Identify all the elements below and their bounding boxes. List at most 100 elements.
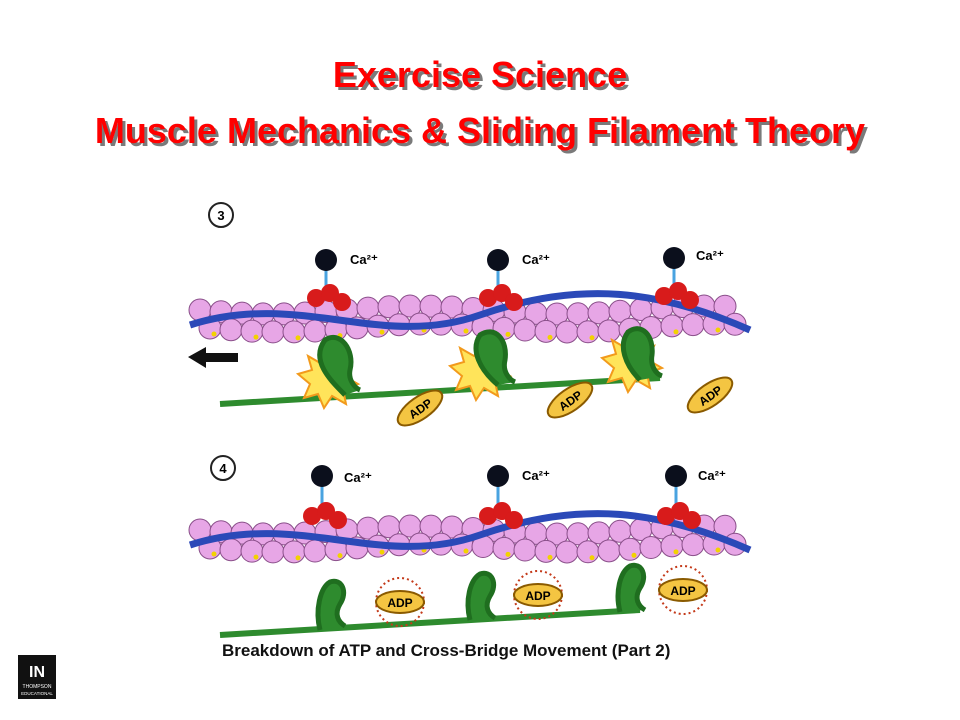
actin-bead — [303, 319, 327, 343]
calcium-ion — [311, 465, 333, 487]
calcium-label: Ca²⁺ — [344, 470, 372, 485]
actin-bead — [639, 536, 663, 560]
svg-text:ADP: ADP — [670, 584, 695, 598]
binding-site — [505, 551, 511, 557]
panel-step-4: 4 Ca²⁺ Ca²⁺ Ca²⁺ — [188, 455, 752, 638]
calcium-ion — [487, 249, 509, 271]
step-4-marker — [210, 455, 236, 481]
actin-bead — [660, 534, 684, 558]
adp-molecule: ADP — [513, 570, 563, 620]
actin-bead — [534, 539, 558, 563]
calcium-label: Ca²⁺ — [522, 468, 550, 483]
actin-bead — [261, 540, 285, 564]
actin-bead — [681, 313, 705, 337]
actin-bead — [513, 318, 537, 342]
binding-site — [715, 547, 721, 553]
calcium-label: Ca²⁺ — [350, 252, 378, 267]
myosin-filament-bottom — [219, 607, 641, 638]
binding-site — [547, 334, 553, 340]
step-3-number: 3 — [217, 208, 224, 223]
cross-bridge-diagram: 3 Ca²⁺ Ca²⁺ Ca²⁺ — [188, 202, 752, 660]
binding-site — [379, 549, 385, 555]
actin-bead — [492, 536, 516, 560]
publisher-logo: IN THOMPSON EDUCATIONAL — [18, 655, 56, 699]
actin-bead — [597, 539, 621, 563]
calcium-ion — [487, 465, 509, 487]
myosin-head-2 — [465, 570, 497, 621]
actin-bead — [555, 540, 579, 564]
binding-site — [547, 554, 553, 560]
binding-site — [715, 327, 721, 333]
svg-text:ADP: ADP — [525, 589, 550, 603]
binding-site — [211, 331, 217, 337]
actin-bead — [555, 320, 579, 344]
adp-molecule: ADP — [658, 565, 708, 615]
cross-bridge-burst-3 — [599, 326, 665, 395]
actin-bead — [534, 319, 558, 343]
calcium-ion — [665, 465, 687, 487]
actin-bead — [219, 318, 243, 342]
calcium-ion — [315, 249, 337, 271]
actin-bead — [261, 320, 285, 344]
actin-bead — [576, 320, 600, 344]
binding-site — [463, 548, 469, 554]
binding-site — [463, 328, 469, 334]
cross-bridge-burst-1 — [295, 335, 362, 411]
left-arrow-icon — [188, 347, 238, 368]
step-3-marker — [208, 202, 234, 228]
actin-bead — [219, 538, 243, 562]
myosin-head-1 — [315, 578, 347, 631]
binding-site — [253, 334, 259, 340]
slide-title-line-2: Muscle Mechanics & Sliding Filament Theo… — [94, 110, 866, 151]
binding-site — [295, 555, 301, 561]
actin-bead — [597, 319, 621, 343]
calcium-label: Ca²⁺ — [698, 468, 726, 483]
logo-line-1: THOMPSON — [23, 684, 52, 690]
actin-bead — [681, 533, 705, 557]
adp-molecule: ADP — [686, 376, 734, 414]
calcium-label: Ca²⁺ — [696, 248, 724, 263]
actin-bead — [282, 320, 306, 344]
actin-bead — [576, 540, 600, 564]
troponin-calcium-unit-2: Ca²⁺ — [479, 249, 550, 311]
binding-site — [589, 555, 595, 561]
diagram-caption: Breakdown of ATP and Cross-Bridge Moveme… — [222, 641, 670, 660]
binding-site — [211, 551, 217, 557]
actin-bead — [618, 537, 642, 561]
calcium-ion — [663, 247, 685, 269]
step-4-number: 4 — [219, 461, 227, 476]
cross-bridge-burst-2 — [447, 329, 517, 403]
troponin-calcium-unit-3: Ca²⁺ — [655, 247, 724, 309]
binding-site — [673, 329, 679, 335]
adp-molecule: ADP — [396, 389, 444, 427]
actin-bead — [240, 539, 264, 563]
logo-line-2: EDUCATIONAL — [21, 691, 53, 696]
svg-text:ADP: ADP — [387, 596, 412, 610]
actin-filament-bottom — [188, 510, 752, 564]
adp-molecule: ADP — [375, 577, 425, 627]
logo-mark: IN — [29, 664, 45, 681]
panel-step-3: 3 Ca²⁺ Ca²⁺ Ca²⁺ — [188, 202, 752, 427]
calcium-label: Ca²⁺ — [522, 252, 550, 267]
troponin-calcium-unit-5: Ca²⁺ — [479, 465, 550, 529]
binding-site — [505, 331, 511, 337]
actin-bead — [513, 538, 537, 562]
troponin-calcium-unit-1: Ca²⁺ — [307, 249, 378, 311]
slide-title-line-1: Exercise Science — [332, 54, 628, 95]
actin-bead — [282, 540, 306, 564]
actin-bead — [303, 539, 327, 563]
binding-site — [337, 553, 343, 559]
troponin-calcium-unit-6: Ca²⁺ — [657, 465, 726, 529]
binding-site — [589, 335, 595, 341]
binding-site — [631, 552, 637, 558]
binding-site — [673, 549, 679, 555]
myosin-head-3 — [615, 562, 647, 613]
actin-filament-top — [188, 290, 752, 344]
actin-bead — [660, 314, 684, 338]
binding-site — [295, 335, 301, 341]
actin-bead — [240, 319, 264, 343]
binding-site — [379, 329, 385, 335]
troponin-calcium-unit-4: Ca²⁺ — [303, 465, 372, 529]
binding-site — [253, 554, 259, 560]
